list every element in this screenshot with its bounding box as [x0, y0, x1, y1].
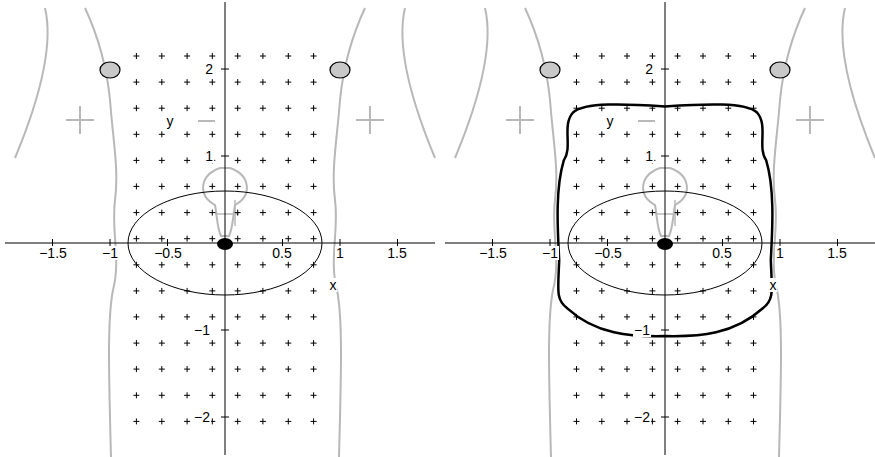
- ellipse-region: [128, 191, 322, 295]
- tick-label: 1: [335, 246, 345, 260]
- plot-panel: [445, 2, 875, 457]
- tick-label: −1: [633, 323, 651, 337]
- tick-label: 1.5: [826, 246, 847, 260]
- axis-label: x: [329, 278, 338, 292]
- tick-label: 1: [775, 246, 785, 260]
- tick-label: 0.5: [711, 246, 732, 260]
- y-axis: [225, 2, 226, 455]
- tick-label: 2: [644, 62, 654, 76]
- tick-label: 1.5: [386, 246, 407, 260]
- tick-label: 2: [204, 62, 214, 76]
- axis-ticks: [493, 69, 838, 417]
- axis-ticks: [53, 69, 398, 417]
- region-boundary: [558, 104, 773, 336]
- crosshair-marker: [66, 106, 94, 134]
- shoulder-marker: [770, 62, 790, 78]
- tick-label: −0.5: [153, 246, 183, 260]
- arm-outline: [455, 8, 488, 158]
- tick-label: 0.5: [271, 246, 292, 260]
- axis-label: y: [166, 114, 175, 128]
- tick-label: −1.5: [38, 246, 68, 260]
- crosshair-marker: [356, 106, 384, 134]
- plot-panel: [5, 2, 435, 457]
- y-axis: [665, 2, 666, 455]
- tick-label: −2: [633, 410, 651, 424]
- grey-dash: [198, 120, 215, 122]
- ellipse-region: [568, 191, 762, 295]
- shoulder-marker: [330, 62, 350, 78]
- tick-label: −1: [193, 323, 211, 337]
- shoulder-marker: [540, 62, 560, 78]
- grey-dash: [638, 120, 655, 122]
- shoulder-marker: [100, 62, 120, 78]
- tick-label: −1.5: [478, 246, 508, 260]
- arm-outline: [15, 8, 48, 158]
- tick-label: −1: [541, 246, 559, 260]
- tick-label: 1: [644, 149, 654, 163]
- axis-label: x: [769, 278, 778, 292]
- tick-label: 1: [204, 149, 214, 163]
- crosshair-marker: [506, 106, 534, 134]
- tick-label: −0.5: [593, 246, 623, 260]
- source-blob: [217, 238, 233, 250]
- tick-label: −2: [193, 410, 211, 424]
- axis-label: y: [606, 114, 615, 128]
- source-blob: [657, 238, 673, 250]
- arm-outline: [842, 8, 875, 158]
- tick-label: −1: [101, 246, 119, 260]
- crosshair-marker: [796, 106, 824, 134]
- arm-outline: [402, 8, 435, 158]
